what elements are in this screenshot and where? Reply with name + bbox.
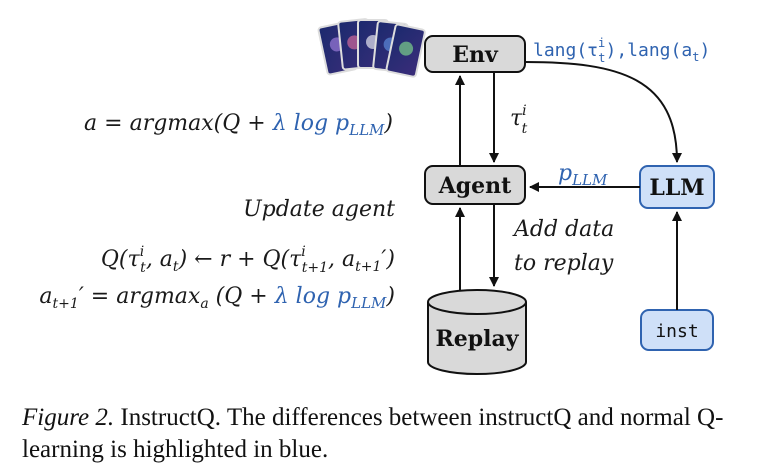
env-to-llm-arrow <box>524 61 682 163</box>
llm-node: LLM <box>639 165 715 209</box>
inst-node: inst <box>640 309 714 351</box>
replay-node: Replay <box>427 289 527 375</box>
to-replay-label: to replay <box>514 251 614 276</box>
next-action-equation: at+1′ = argmaxa (Q + λ log pLLM) <box>39 284 395 312</box>
figure-label: Figure 2. <box>22 404 115 431</box>
env-node: Env <box>424 35 526 73</box>
caption-text: InstructQ. The differences between instr… <box>22 404 724 463</box>
playing-cards-image <box>317 18 426 78</box>
inst-label: inst <box>655 321 698 342</box>
agent-node: Agent <box>424 165 526 205</box>
agent-label: Agent <box>438 173 512 199</box>
update-agent-title: Update agent <box>243 197 395 222</box>
env-label: Env <box>452 42 499 68</box>
add-data-label: Add data <box>512 217 614 242</box>
figure-caption: Figure 2. InstructQ. The differences bet… <box>22 402 762 466</box>
llm-label: LLM <box>649 175 704 201</box>
p-llm-label: pLLM <box>558 161 608 189</box>
replay-label: Replay <box>435 326 519 352</box>
action-equation: a = argmax(Q + λ log pLLM) <box>84 111 393 139</box>
